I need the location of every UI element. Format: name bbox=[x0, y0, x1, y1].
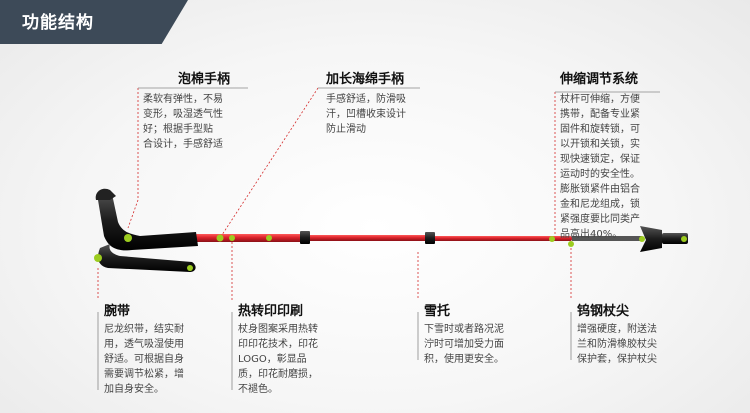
heat-transfer-title: 热转印印刷 bbox=[238, 304, 304, 319]
desc-line: 保护套，保护杖尖 bbox=[577, 354, 657, 365]
heat-transfer-desc: 杖身图案采用热转 印印花技术，印花 LOGO，彰显品 质，印花耐磨损， 不褪色。 bbox=[238, 322, 318, 397]
snow-basket-title: 雪托 bbox=[424, 304, 451, 319]
desc-line: 增强硬度，附送法 bbox=[577, 324, 657, 335]
handle-dot bbox=[124, 234, 132, 242]
desc-line: 变形，吸湿透气性 bbox=[143, 109, 223, 120]
desc-line: 杖杆可伸缩，方便 bbox=[560, 94, 640, 105]
foam-handle-desc: 柔软有弹性，不易 变形，吸湿透气性 好；根据手型贴 合设计，手感舒适 bbox=[143, 92, 223, 152]
handle-grip bbox=[98, 190, 198, 251]
desc-line: 兰和防滑橡胶杖尖 bbox=[577, 339, 657, 350]
desc-line: 固件和旋转锁，可 bbox=[560, 124, 640, 135]
desc-line: 印印花技术，印花 bbox=[238, 339, 318, 350]
desc-line: 下雪时或者路况泥 bbox=[424, 324, 504, 335]
grip-dot bbox=[216, 234, 224, 242]
wrist-strap-title: 腕带 bbox=[104, 304, 131, 319]
desc-line: 泞时可增加受力面 bbox=[424, 339, 504, 350]
desc-line: 现快速锁定，保证 bbox=[560, 154, 640, 165]
title-frame-lines bbox=[97, 87, 660, 390]
desc-line: 质，印花耐磨损， bbox=[238, 369, 318, 380]
desc-line: 携带，配备专业紧 bbox=[560, 109, 640, 120]
desc-line: 紧强度要比同类产 bbox=[560, 214, 640, 225]
desc-line: 需要调节松紧，增 bbox=[104, 369, 184, 380]
tip-rod bbox=[572, 236, 642, 241]
strap-dot bbox=[94, 254, 102, 262]
desc-line: 合设计，手感舒适 bbox=[143, 139, 223, 150]
snow-basket-desc: 下雪时或者路况泥 泞时可增加受力面 积，使用更安全。 bbox=[424, 322, 504, 367]
desc-line: 不褪色。 bbox=[238, 384, 278, 395]
tungsten-tip-desc: 增强硬度，附送法 兰和防滑橡胶杖尖 保护套，保护杖尖 bbox=[577, 322, 657, 367]
telescopic-title: 伸缩调节系统 bbox=[560, 72, 639, 87]
pole-upper-shaft bbox=[195, 234, 310, 242]
desc-line: 手感舒适，防滑吸 bbox=[326, 94, 406, 105]
tip-protector bbox=[662, 233, 688, 244]
lock-dot-2 bbox=[549, 236, 555, 242]
extended-sponge-desc: 手感舒适，防滑吸 汗，凹槽收束设计 防止滑动 bbox=[326, 92, 406, 137]
desc-line: 柔软有弹性，不易 bbox=[143, 94, 223, 105]
grip-dot-2 bbox=[229, 235, 235, 241]
tungsten-tip-title: 钨钢杖尖 bbox=[577, 304, 630, 319]
pole-lower-shaft bbox=[432, 236, 572, 241]
lock-ring-2 bbox=[425, 232, 435, 244]
desc-line: 防止滑动 bbox=[326, 124, 366, 135]
desc-line: 运动时的安全性。 bbox=[560, 169, 640, 180]
tip-end-dot bbox=[681, 236, 687, 242]
desc-line: 金和尼龙组成，锁 bbox=[560, 199, 640, 210]
leader-lines bbox=[97, 87, 572, 300]
tip-dot bbox=[639, 236, 645, 242]
desc-line: 杖身图案采用热转 bbox=[238, 324, 318, 335]
page-title: 功能结构 bbox=[22, 13, 94, 33]
desc-line: 品高出40%。 bbox=[560, 229, 623, 240]
lock-dot-1 bbox=[266, 235, 272, 241]
pole-middle-shaft bbox=[308, 235, 433, 241]
wrist-strap-shape bbox=[98, 244, 196, 272]
desc-line: 好；根据手型贴 bbox=[143, 124, 213, 135]
desc-line: 用，透气吸湿使用 bbox=[104, 339, 184, 350]
desc-line: 以开锁和关锁，实 bbox=[560, 139, 640, 150]
basket-dot bbox=[568, 241, 574, 247]
desc-line: 加自身安全。 bbox=[104, 384, 164, 395]
desc-line: 汗，凹槽收束设计 bbox=[326, 109, 406, 120]
section-header bbox=[0, 0, 188, 44]
foam-handle-title: 泡棉手柄 bbox=[178, 72, 231, 87]
telescopic-desc: 杖杆可伸缩，方便 携带，配备专业紧 固件和旋转锁，可 以开锁和关锁，实 现快速锁… bbox=[560, 92, 640, 242]
wrist-strap-desc: 尼龙织带，结实耐 用，透气吸湿使用 舒适。可根据自身 需要调节松紧，增 加自身安… bbox=[104, 322, 184, 397]
snow-basket-shape bbox=[640, 226, 662, 252]
desc-line: 舒适。可根据自身 bbox=[104, 354, 184, 365]
lock-ring-1 bbox=[300, 231, 310, 244]
strap-end-dot bbox=[187, 265, 193, 271]
handle-top bbox=[95, 188, 116, 200]
desc-line: LOGO，彰显品 bbox=[238, 354, 307, 365]
extended-sponge-title: 加长海绵手柄 bbox=[326, 72, 405, 87]
desc-line: 积，使用更安全。 bbox=[424, 354, 504, 365]
desc-line: 膨胀锁紧件由铝合 bbox=[560, 184, 640, 195]
desc-line: 尼龙织带，结实耐 bbox=[104, 324, 184, 335]
